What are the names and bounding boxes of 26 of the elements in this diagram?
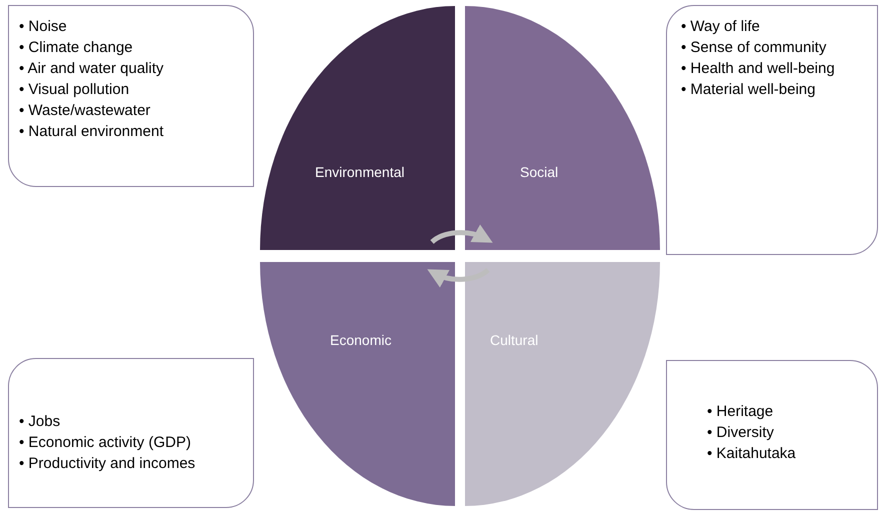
list-item: • Natural environment bbox=[19, 122, 164, 142]
curved-arrow bbox=[427, 268, 490, 288]
text-box bbox=[8, 358, 254, 508]
list-item: • Air and water quality bbox=[19, 59, 164, 79]
list-item: • Visual pollution bbox=[19, 80, 130, 100]
quadrant-label: Social bbox=[520, 164, 558, 180]
list-item: • Way of life bbox=[681, 17, 760, 37]
list-item: • Climate change bbox=[19, 38, 133, 58]
list-item: • Material well-being bbox=[681, 80, 816, 100]
list-item: • Economic activity (GDP) bbox=[19, 433, 191, 453]
list-item: • Health and well-being bbox=[681, 59, 835, 79]
quadrant-label: Environmental bbox=[315, 164, 404, 180]
list-item: • Diversity bbox=[707, 423, 774, 443]
text-box bbox=[666, 360, 878, 510]
text-box bbox=[666, 5, 878, 255]
quadrant-label: Cultural bbox=[490, 332, 538, 348]
list-item: • Sense of community bbox=[681, 38, 826, 58]
list-item: • Heritage bbox=[707, 402, 774, 422]
quadrant-label: Economic bbox=[330, 332, 392, 348]
list-item: • Productivity and incomes bbox=[19, 454, 196, 474]
list-item: • Noise bbox=[19, 17, 67, 37]
curved-arrow bbox=[430, 224, 493, 244]
list-item: • Waste/wastewater bbox=[19, 101, 150, 121]
list-item: • Kaitahutaka bbox=[707, 444, 796, 464]
text-box bbox=[8, 5, 254, 187]
list-item: • Jobs bbox=[19, 412, 60, 432]
